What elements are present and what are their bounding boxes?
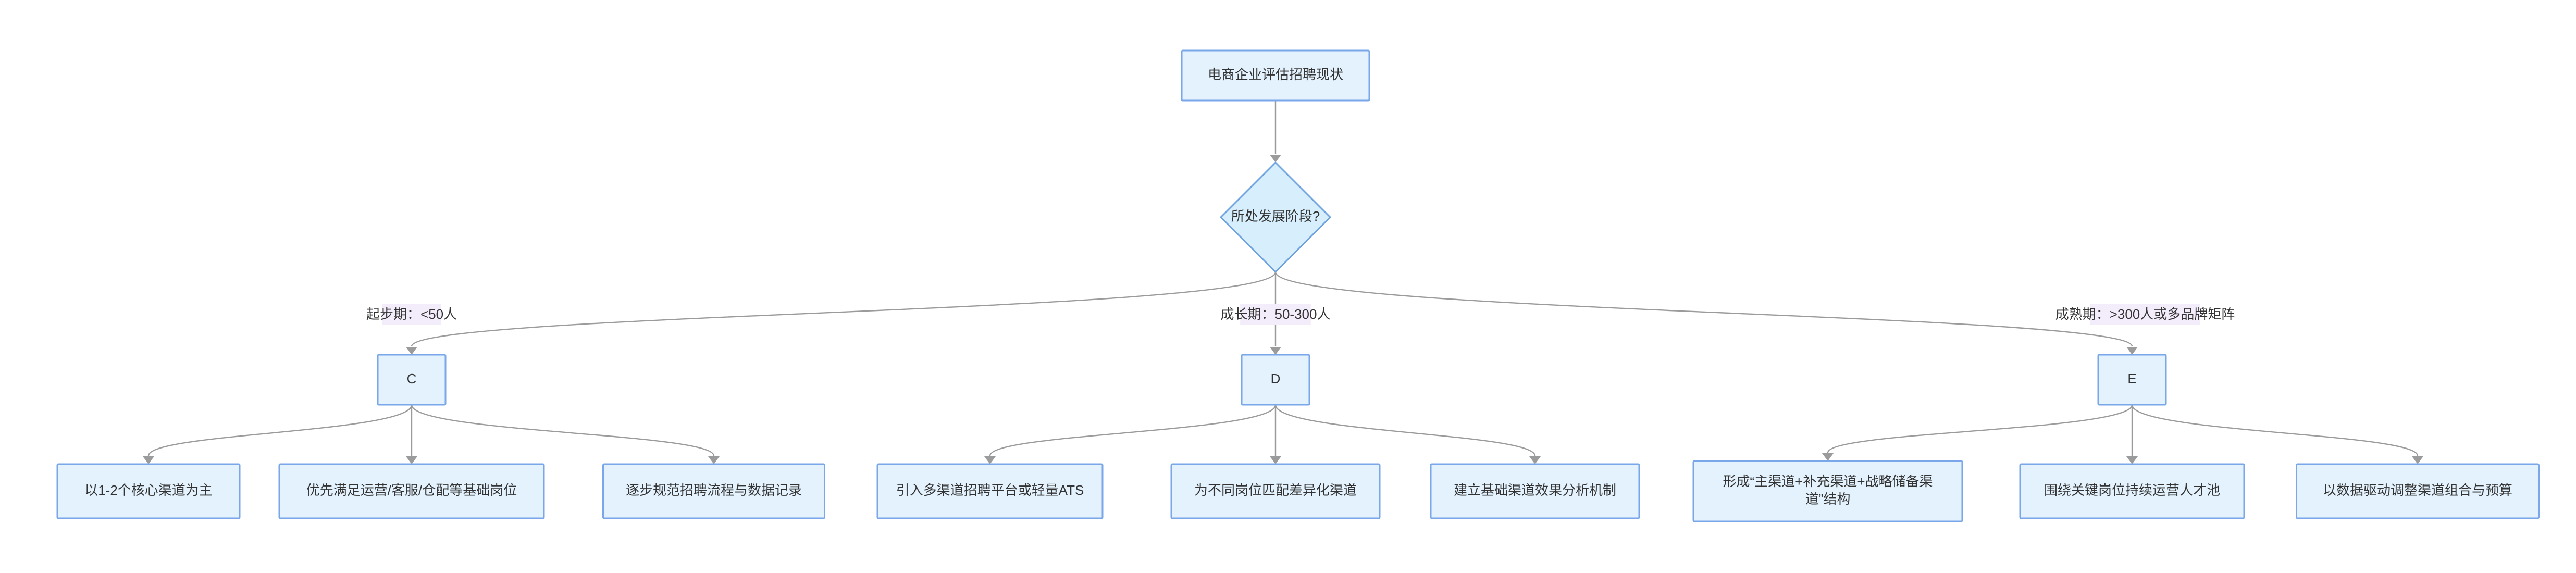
node-box-shape xyxy=(1241,354,1310,406)
edge-label-text: 成熟期：>300人或多品牌矩阵 xyxy=(2055,306,2235,322)
node-label-C: C xyxy=(407,371,417,387)
edge-arrowhead xyxy=(1270,155,1281,163)
edge-arrowhead xyxy=(2126,456,2138,464)
node-box-shape xyxy=(602,463,825,519)
decision-diamond-shape xyxy=(1219,161,1332,273)
edge-B-to-C xyxy=(406,271,1277,355)
edge-arrowhead xyxy=(1822,453,1834,461)
edge-line xyxy=(989,404,1277,456)
node-E[interactable]: E xyxy=(2097,354,2167,406)
node-box-shape xyxy=(1170,463,1381,519)
edge-labels-layer: 起步期：<50人 成长期：50-300人 成熟期：>300人或多品牌矩阵 xyxy=(366,304,2235,325)
edge-arrowhead xyxy=(143,456,154,464)
node-D[interactable]: D xyxy=(1241,354,1310,406)
node-box-shape xyxy=(876,463,1104,519)
edges-layer xyxy=(143,101,2423,464)
edge-label-text: 起步期：<50人 xyxy=(366,306,457,322)
edge-arrowhead xyxy=(984,456,996,464)
node-E3[interactable]: 以数据驱动调整渠道组合与预算 xyxy=(2296,463,2540,519)
edge-D-to-D2 xyxy=(1270,405,1281,464)
edge-label-background xyxy=(2090,304,2200,325)
node-label-C2: 优先满足运营/客服/仓配等基础岗位 xyxy=(306,482,517,498)
node-E1[interactable]: 形成“主渠道+补充渠道+战略储备渠道”结构 xyxy=(1692,460,1963,522)
node-label-D3: 建立基础渠道效果分析机制 xyxy=(1454,482,1616,498)
edge-line xyxy=(1827,404,2133,453)
edge-line xyxy=(1274,271,2133,347)
node-D3[interactable]: 建立基础渠道效果分析机制 xyxy=(1430,463,1640,519)
node-box-shape xyxy=(1430,463,1640,519)
node-C[interactable]: C xyxy=(377,354,447,406)
node-D2[interactable]: 为不同岗位匹配差异化渠道 xyxy=(1170,463,1381,519)
node-label-A: 电商企业评估招聘现状 xyxy=(1208,67,1343,82)
node-box-shape xyxy=(2097,354,2167,406)
edge-line xyxy=(2131,404,2419,456)
node-B[interactable]: 所处发展阶段? xyxy=(1219,161,1332,273)
edge-C-to-C1 xyxy=(143,404,413,464)
edge-arrowhead xyxy=(2412,456,2423,464)
edge-A-to-B xyxy=(1270,101,1281,163)
edge-arrowhead xyxy=(1270,347,1281,355)
edge-arrowhead xyxy=(1270,456,1281,464)
node-D1[interactable]: 引入多渠道招聘平台或轻量ATS xyxy=(876,463,1104,519)
edge-D-to-D3 xyxy=(1274,404,1541,464)
edge-line xyxy=(411,271,1277,347)
node-box-shape xyxy=(1181,49,1370,102)
edge-arrowhead xyxy=(708,456,720,464)
edge-line xyxy=(1274,404,1536,456)
node-label-E: E xyxy=(2127,371,2136,387)
node-label-E2: 围绕关键岗位持续运营人才池 xyxy=(2044,482,2220,498)
node-label-D2: 为不同岗位匹配差异化渠道 xyxy=(1194,482,1357,498)
node-label-C1: 以1-2个核心渠道为主 xyxy=(84,482,213,498)
edge-arrowhead xyxy=(1529,456,1541,464)
edge-D-to-D1 xyxy=(984,404,1277,464)
edge-label-text: 成长期：50-300人 xyxy=(1221,306,1331,322)
node-box-shape xyxy=(2296,463,2540,519)
edge-line xyxy=(411,404,715,456)
edge-label-B-to-E: 成熟期：>300人或多品牌矩阵 xyxy=(2055,304,2235,325)
edge-arrowhead xyxy=(2126,347,2138,355)
edge-label-background xyxy=(1240,304,1311,325)
node-box-shape xyxy=(377,354,447,406)
edge-label-B-to-C: 起步期：<50人 xyxy=(366,304,457,325)
node-box-shape xyxy=(56,463,241,519)
node-A[interactable]: 电商企业评估招聘现状 xyxy=(1181,49,1370,102)
node-box-shape xyxy=(278,463,545,519)
edge-arrowhead xyxy=(406,347,417,355)
edge-C-to-C3 xyxy=(411,404,720,464)
node-label-E3: 以数据驱动调整渠道组合与预算 xyxy=(2323,482,2512,498)
edge-arrowhead xyxy=(406,456,417,464)
node-label-D1: 引入多渠道招聘平台或轻量ATS xyxy=(896,482,1084,498)
node-C1[interactable]: 以1-2个核心渠道为主 xyxy=(56,463,241,519)
edge-E-to-E1 xyxy=(1822,404,2133,461)
node-box-shape xyxy=(1692,460,1963,522)
node-label-C3: 逐步规范招聘流程与数据记录 xyxy=(626,482,802,498)
node-C3[interactable]: 逐步规范招聘流程与数据记录 xyxy=(602,463,825,519)
node-E2[interactable]: 围绕关键岗位持续运营人才池 xyxy=(2019,463,2245,519)
edge-label-background xyxy=(382,304,441,325)
node-label-E1: 形成“主渠道+补充渠道+战略储备渠道”结构 xyxy=(1723,474,1933,507)
edge-line xyxy=(147,404,413,456)
edge-E-to-E3 xyxy=(2131,404,2423,464)
edge-B-to-E xyxy=(1274,271,2138,355)
edge-C-to-C2 xyxy=(406,405,417,464)
edge-E-to-E2 xyxy=(2126,405,2138,464)
node-box-shape xyxy=(2019,463,2245,519)
node-label-D: D xyxy=(1271,371,1281,387)
edge-label-B-to-D: 成长期：50-300人 xyxy=(1221,304,1331,325)
node-C2[interactable]: 优先满足运营/客服/仓配等基础岗位 xyxy=(278,463,545,519)
node-label-B: 所处发展阶段? xyxy=(1231,208,1320,224)
